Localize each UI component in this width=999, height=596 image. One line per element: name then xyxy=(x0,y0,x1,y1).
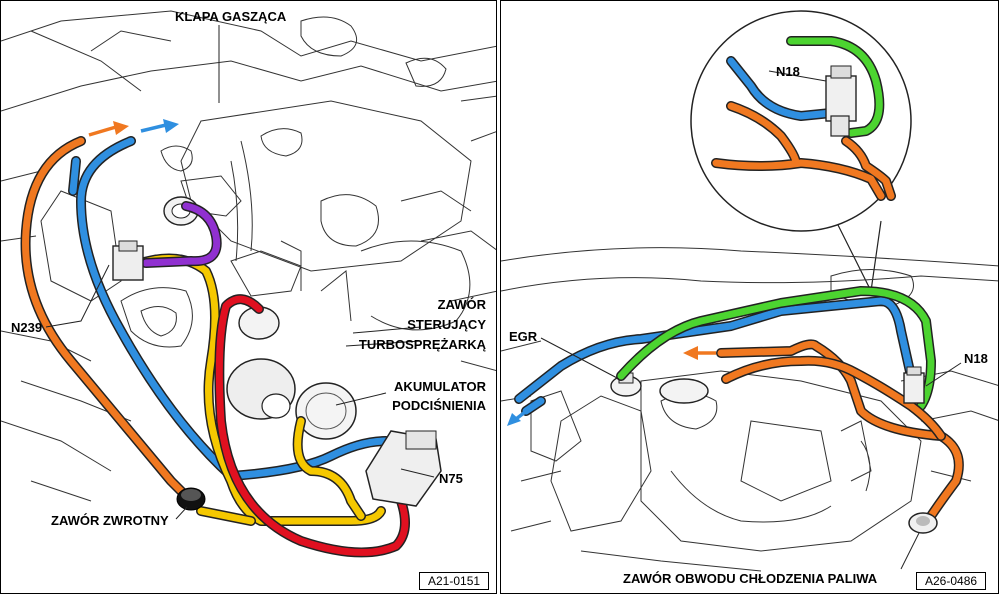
check-valve xyxy=(176,487,206,511)
label-n18-inset: N18 xyxy=(776,64,800,79)
n239-valve xyxy=(112,240,144,281)
label-zawor-sterujacy-line3: TURBOSPRĘŻARKĄ xyxy=(358,337,486,352)
label-zawor-sterujacy-line1: ZAWÓR xyxy=(437,297,486,312)
fuel-cap xyxy=(659,378,709,404)
engine-linework-right xyxy=(501,247,998,572)
label-akumulator-line2: PODCIŚNIENIA xyxy=(392,398,486,413)
fuel-cooling-valve xyxy=(908,512,938,534)
label-akumulator-line1: AKUMULATOR xyxy=(394,379,486,394)
hose-routing xyxy=(20,136,410,558)
engine-vacuum-diagram xyxy=(1,10,496,558)
label-egr: EGR xyxy=(509,329,538,344)
egr-valve-right xyxy=(610,372,642,397)
label-zawor-obwodu-chlodzenia-paliwa: ZAWÓR OBWODU CHŁODZENIA PALIWA xyxy=(623,571,878,586)
label-n18: N18 xyxy=(964,351,988,366)
n18-inset-callout xyxy=(690,10,912,293)
label-klapa-gaszaca: KLAPA GASZĄCA xyxy=(175,9,287,24)
egr-fuel-cooling-diagram xyxy=(501,10,998,572)
engine-linework xyxy=(1,10,496,502)
wastegate-actuator xyxy=(226,306,296,420)
n18-valve-right xyxy=(903,366,925,404)
label-n75: N75 xyxy=(439,471,463,486)
flow-arrows xyxy=(88,119,179,137)
vacuum-accumulator xyxy=(295,382,357,440)
right-diagram-panel: N18 EGR N18 ZAWÓR OBWODU CHŁODZENIA PALI… xyxy=(500,0,999,594)
label-n239: N239 xyxy=(11,320,43,335)
hose-routing-right xyxy=(514,286,964,521)
label-zawor-sterujacy-line2: STERUJĄCY xyxy=(407,317,486,332)
figure-reference-right: A26-0486 xyxy=(916,572,987,590)
figure-reference: A21-0151 xyxy=(419,572,490,590)
leader-lines xyxy=(45,25,435,520)
left-diagram-panel: KLAPA GASZĄCA N239 ZAWÓR STERUJĄCY TURBO… xyxy=(0,0,497,594)
flow-arrows-right xyxy=(507,346,716,426)
leader-lines-right xyxy=(540,70,962,570)
label-zawor-zwrotny: ZAWÓR ZWROTNY xyxy=(51,513,169,528)
n75-valve xyxy=(365,430,442,507)
